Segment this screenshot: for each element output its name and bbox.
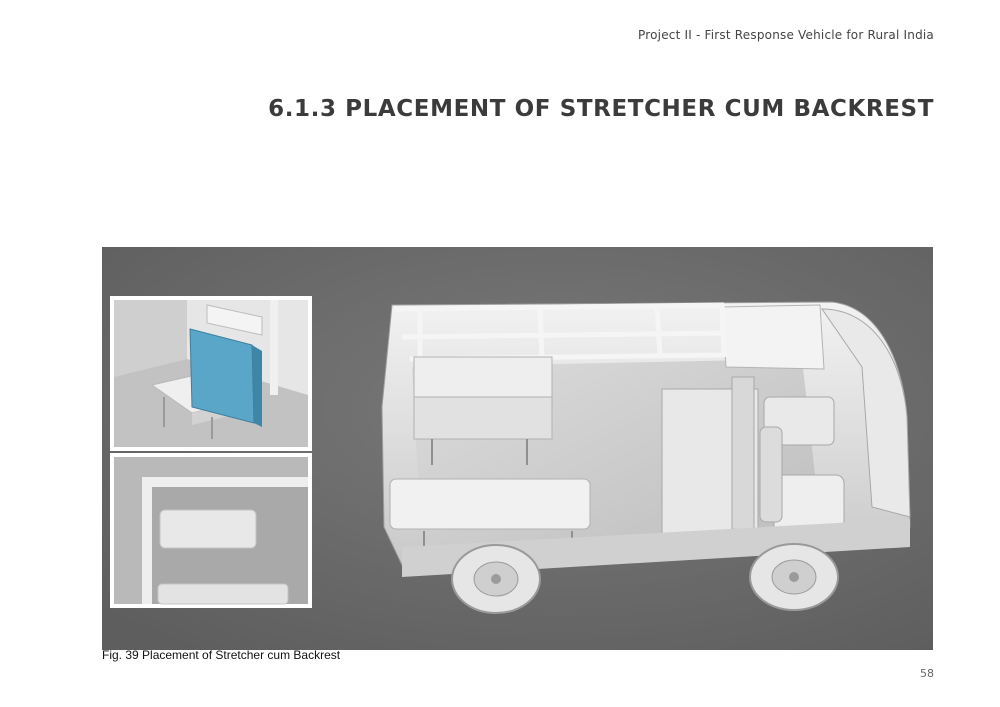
page-number: 58	[920, 667, 934, 680]
running-header: Project II - First Response Vehicle for …	[638, 28, 934, 42]
section-heading: 6.1.3 PLACEMENT OF STRETCHER CUM BACKRES…	[268, 96, 934, 122]
stretcher-placement-figure	[102, 247, 933, 650]
inset-top-view	[110, 453, 312, 608]
stretcher-panel	[189, 328, 255, 424]
figure-caption: Fig. 39 Placement of Stretcher cum Backr…	[102, 648, 341, 662]
inset-stretcher-backrest	[110, 296, 312, 451]
front-wheel	[749, 543, 839, 611]
vehicle-render	[381, 301, 911, 614]
rear-wheel	[451, 544, 541, 614]
